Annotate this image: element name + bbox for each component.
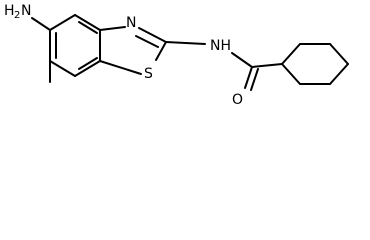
bond-cyclohexane-4 — [329, 63, 349, 85]
bond-benzene-2-inner — [78, 21, 98, 34]
bond-thiazole-1 — [99, 26, 126, 31]
amino-n-label: N — [21, 3, 31, 19]
oxygen-label: O — [232, 92, 243, 108]
amino-h-label: H — [4, 3, 15, 19]
amino-subscript-label: 2 — [14, 10, 20, 21]
bond-benzene-4-inner — [78, 57, 98, 70]
bond-thiazole-2 — [138, 27, 167, 43]
bond-carbonyl-o-1 — [244, 66, 253, 89]
amide-n-label: NH — [210, 38, 231, 54]
structure-diagram: H 2 N N S NH O — [4, 3, 349, 108]
bond-benzene-4 — [74, 60, 101, 77]
bond-benzene-1 — [49, 14, 76, 31]
bond-c2-nh — [165, 41, 206, 45]
bond-thiazole-2-inner — [135, 35, 159, 48]
bond-thiazole-4 — [99, 60, 142, 75]
bond-benzene-2 — [74, 14, 101, 31]
bond-benzene-5 — [49, 60, 76, 77]
bond-carbonyl-o-2 — [250, 68, 259, 91]
bond-nh-carbonyl — [231, 52, 253, 68]
bond-cyclohexane-1 — [281, 43, 301, 65]
bond-cyclohexane-6 — [281, 63, 301, 85]
sulfur-label: S — [144, 66, 153, 82]
bond-carbonyl-cyclohexyl — [251, 63, 283, 68]
bond-thiazole-3 — [155, 41, 167, 61]
molecule-canvas: H 2 N N S NH O — [4, 3, 349, 108]
thiazole-n-label: N — [126, 15, 136, 31]
bond-amino — [31, 17, 51, 31]
bond-cyclohexane-3 — [329, 43, 349, 65]
